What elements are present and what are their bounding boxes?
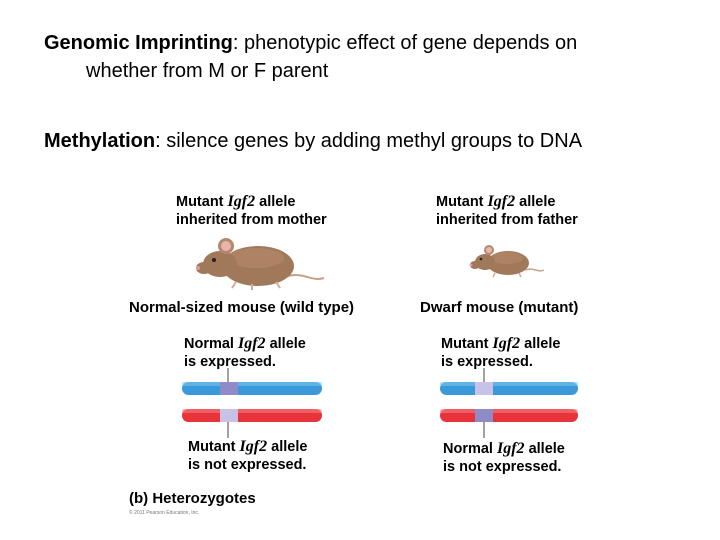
right-chromosome-pair: [438, 368, 583, 440]
left-mouse-caption: Mutant Igf2 allele inherited from mother: [176, 193, 327, 229]
dwarf-mouse-illustration: [470, 240, 545, 280]
left-maternal-gene-band: [220, 409, 238, 422]
imprinting-line-continued: whether from M or F parent: [86, 60, 328, 83]
methylation-line: Methylation: silence genes by adding met…: [44, 130, 582, 153]
panel-label: (b) Heterozygotes: [129, 490, 256, 507]
right-phenotype-label: Dwarf mouse (mutant): [420, 299, 578, 316]
left-upper-allele-caption: Normal Igf2 allele is expressed.: [184, 335, 306, 371]
imprinting-term: Genomic Imprinting: [44, 32, 233, 54]
methylation-definition: : silence genes by adding methyl groups …: [155, 130, 582, 152]
left-phenotype-label: Normal-sized mouse (wild type): [129, 299, 354, 316]
right-upper-allele-caption: Mutant Igf2 allele is expressed.: [441, 335, 560, 371]
left-lower-allele-caption: Mutant Igf2 allele is not expressed.: [188, 438, 307, 474]
left-paternal-gene-band: [220, 382, 238, 395]
methylation-term: Methylation: [44, 130, 155, 152]
right-paternal-gene-band: [475, 382, 493, 395]
imprinting-definition: : phenotypic effect of gene depends on: [233, 32, 577, 54]
normal-mouse-illustration: [196, 232, 326, 292]
right-lower-allele-caption: Normal Igf2 allele is not expressed.: [443, 440, 565, 476]
right-maternal-gene-band: [475, 409, 493, 422]
right-mouse-caption: Mutant Igf2 allele inherited from father: [436, 193, 578, 229]
copyright-notice: © 2011 Pearson Education, Inc.: [129, 510, 199, 516]
imprinting-line: Genomic Imprinting: phenotypic effect of…: [44, 32, 577, 55]
left-chromosome-pair: [180, 368, 325, 440]
